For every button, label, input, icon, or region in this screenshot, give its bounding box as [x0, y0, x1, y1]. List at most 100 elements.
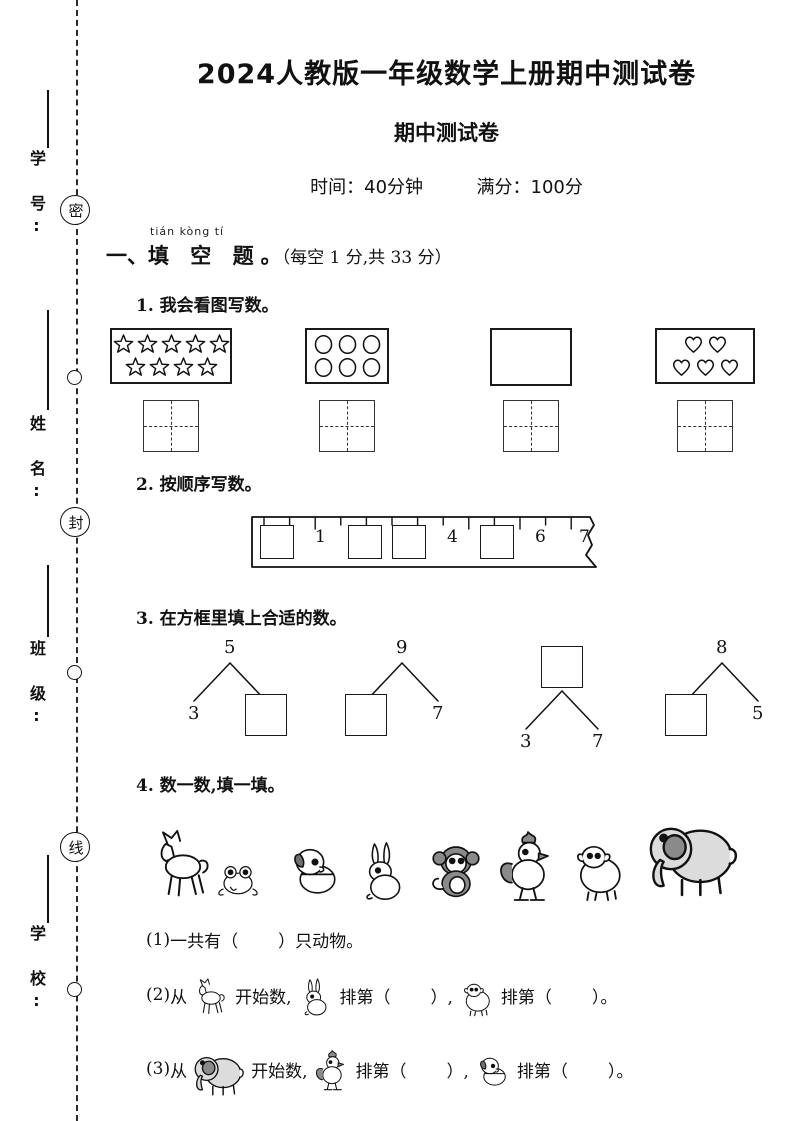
subquestion-label: (2) [146, 985, 171, 1005]
star-icon [125, 357, 145, 376]
shape-row [113, 334, 230, 355]
section-name: 填 空 题 [148, 243, 261, 268]
seal-stamp-char: 封 [60, 507, 90, 537]
subquestion-text: 排第（ [339, 987, 391, 1008]
star-icon [209, 334, 229, 353]
time-label: 时间：40分钟 [310, 177, 424, 198]
animal-elephant [638, 794, 748, 909]
heart-icon [708, 336, 726, 353]
question-3-number: 3. [136, 609, 154, 629]
subquestion-text: 排第（ [355, 1061, 407, 1082]
subquestion-text: 排第（ [500, 987, 552, 1008]
bond-top-answer-box[interactable] [541, 646, 583, 688]
shape-row [313, 357, 382, 378]
bond-left-value: 3 [520, 731, 532, 752]
answer-grid-box[interactable] [143, 400, 199, 452]
bond-left-answer-box[interactable] [665, 694, 707, 736]
circle-icon [338, 357, 356, 378]
inline-animal-elephant [188, 1038, 250, 1100]
subquestion-text: ）, [430, 987, 453, 1008]
ruler-number-label: 7 [579, 527, 590, 547]
heart-icon [684, 336, 702, 353]
animal-rooster [488, 824, 568, 909]
section-fill-in-blank: tián kòng tí 一、填 空 题。（每空 1 分,共 33 分） [106, 225, 793, 270]
answer-grid-box[interactable] [503, 400, 559, 452]
bond-top-value: 5 [224, 637, 236, 658]
ruler-answer-box[interactable] [260, 525, 294, 559]
ruler-answer-box[interactable] [348, 525, 382, 559]
star-icon [137, 334, 157, 353]
circle-icon [362, 334, 380, 355]
question-1-number: 1. [136, 296, 154, 316]
question-2-ruler: 1 4 6 7 [100, 507, 793, 582]
bond-left-answer-box[interactable] [345, 694, 387, 736]
seal-rule-line [47, 310, 49, 410]
bond-right-value: 7 [432, 703, 444, 724]
rabbit-icon [304, 978, 326, 1016]
shape-row [671, 357, 740, 378]
seal-rule-line [47, 90, 49, 148]
subquestion-1: (1)一共有（ ）只动物。 [146, 927, 793, 953]
exam-meta: 时间：40分钟 满分：100分 [100, 173, 793, 199]
circle-icon [314, 334, 332, 355]
question-4-prompt: 4. 数一数,填一填。 [136, 771, 793, 796]
bond-right-answer-box[interactable] [245, 694, 287, 736]
inline-animal-dog [470, 1046, 516, 1092]
horse-icon [160, 829, 209, 897]
seal-stamp-char: 密 [60, 195, 90, 225]
shape-row [683, 334, 728, 355]
seal-circle-marker [67, 665, 82, 680]
inline-animal-rooster [309, 1046, 355, 1092]
sheep-icon [463, 983, 490, 1017]
ruler-answer-box[interactable] [392, 525, 426, 559]
subquestion-text: ）只动物。 [278, 932, 364, 952]
star-icon [185, 334, 205, 353]
circle-icon [338, 334, 356, 355]
section-title: 一、填 空 题。（每空 1 分,共 33 分） [106, 240, 452, 270]
exam-sheet: 2024人教版一年级数学上册期中测试卷 期中测试卷 时间：40分钟 满分：100… [100, 0, 793, 1121]
section-index: 一、 [106, 243, 148, 268]
question-2-number: 2. [136, 475, 154, 495]
question-4-animal-row [100, 804, 793, 909]
seal-rule-line [47, 565, 49, 637]
animal-sheep [560, 826, 638, 909]
picture-group-box [655, 328, 755, 384]
ruler-number-label: 1 [315, 527, 326, 547]
page-subtitle: 期中测试卷 [394, 121, 499, 145]
page-title: 2024人教版一年级数学上册期中测试卷 [196, 59, 697, 90]
rabbit-icon [366, 842, 401, 900]
seal-rule-line [47, 855, 49, 923]
answer-grid-box[interactable] [319, 400, 375, 452]
question-3-prompt: 3. 在方框里填上合适的数。 [136, 604, 793, 629]
circle-icon [362, 357, 380, 378]
question-2-prompt: 2. 按顺序写数。 [136, 470, 793, 495]
subquestion-text: 一共有（ [170, 932, 239, 952]
star-icon [161, 334, 181, 353]
answer-grid-box[interactable] [677, 400, 733, 452]
seal-line-margin: 学 号:姓 名:班 级:学 校:密封线 [0, 0, 100, 1121]
question-2: 2. 按顺序写数。 1 4 6 7 [100, 470, 793, 582]
seal-label-0: 学 号: [27, 150, 46, 240]
ruler-number-label: 4 [447, 527, 458, 547]
shape-row [313, 334, 382, 355]
star-icon [149, 357, 169, 376]
question-1: 1. 我会看图写数。 [100, 291, 793, 452]
subquestion-text: 排第（ [516, 1061, 568, 1082]
star-icon [197, 357, 217, 376]
ruler-number-label: 6 [535, 527, 546, 547]
elephant-icon [649, 827, 738, 897]
number-bond-lines [525, 690, 599, 730]
bond-top-value: 9 [396, 637, 408, 658]
ruler-answer-box[interactable] [480, 525, 514, 559]
subquestion-label: (1) [146, 929, 171, 950]
subquestion-text: ）。 [607, 1061, 634, 1082]
heart-icon [672, 359, 690, 376]
question-2-text: 按顺序写数。 [159, 475, 262, 495]
question-4-text: 数一数,填一填。 [159, 776, 285, 796]
star-icon [173, 357, 193, 376]
subquestion-text: ）, [446, 1061, 469, 1082]
picture-group-box [490, 328, 572, 386]
